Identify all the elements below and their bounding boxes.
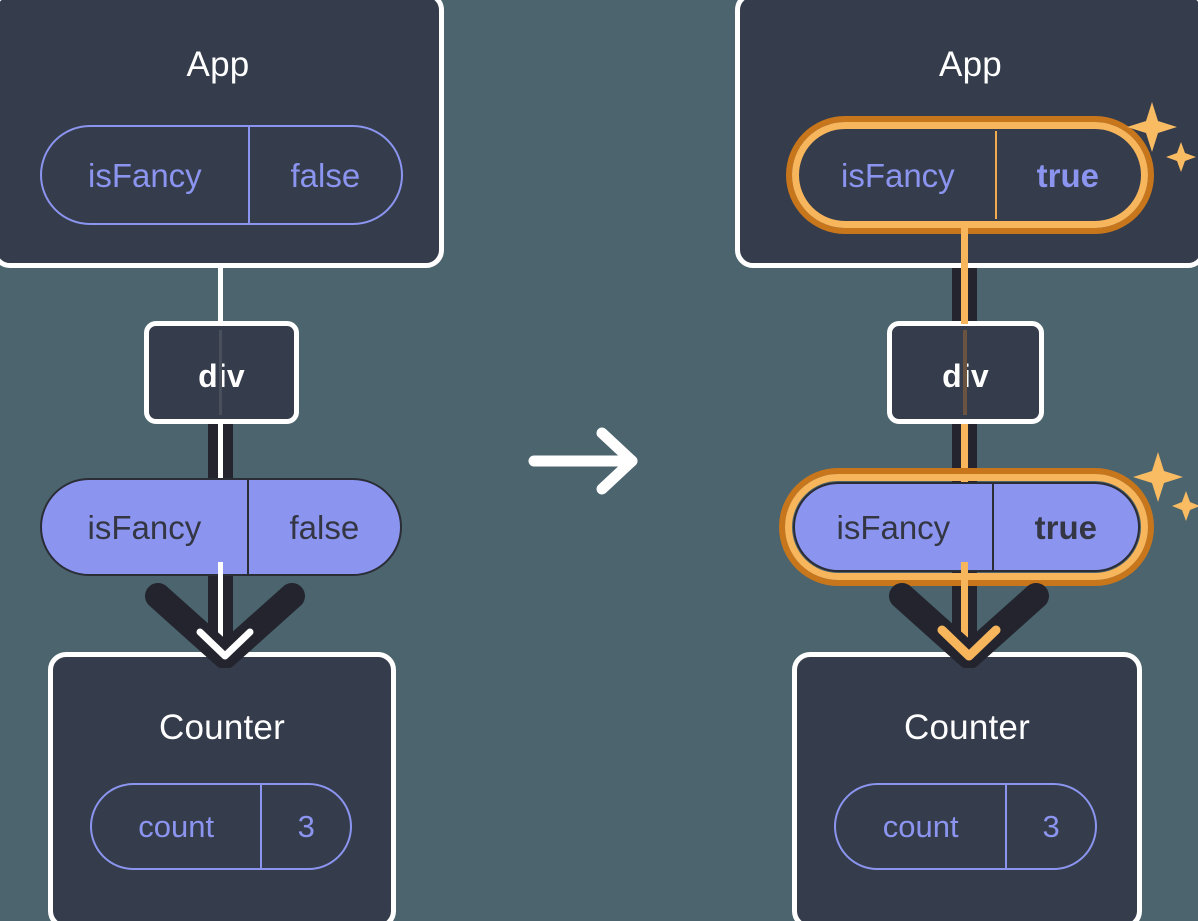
right-prop-value: true <box>1034 508 1098 546</box>
left-connector-app-to-div <box>218 262 223 322</box>
left-app-title: App <box>186 45 250 84</box>
right-div-ghost-line <box>963 330 967 415</box>
right-cable-div-to-prop-core <box>961 420 968 490</box>
right-cable-prop-to-counter-core <box>961 562 968 660</box>
right-app-state-value: true <box>1036 156 1100 194</box>
right-counter-title: Counter <box>904 708 1030 747</box>
left-prop-value: false <box>289 508 360 546</box>
left-div-ghost-line <box>219 330 222 415</box>
left-app-state-key: isFancy <box>42 127 250 223</box>
left-counter-title: Counter <box>159 708 285 747</box>
left-cable-prop-to-counter-core <box>218 562 223 660</box>
sparkle-icon-app <box>1125 98 1197 185</box>
left-arrowhead <box>140 578 310 668</box>
right-cable-app-to-div-core <box>961 228 968 324</box>
left-counter-state-pill[interactable]: count 3 <box>90 783 352 870</box>
right-arrowhead <box>884 578 1054 668</box>
right-counter-state-value: 3 <box>1042 809 1060 844</box>
left-counter-state-key: count <box>92 785 263 868</box>
transition-arrow-icon <box>528 425 648 502</box>
left-app-state-value: false <box>290 156 361 194</box>
right-app-title: App <box>939 45 1002 84</box>
right-prop-key: isFancy <box>795 484 994 570</box>
left-counter-state-value: 3 <box>297 809 315 844</box>
right-prop-pill[interactable]: isFancy true <box>793 482 1140 572</box>
left-app-state-pill[interactable]: isFancy false <box>40 125 403 225</box>
right-app-state-pill[interactable]: isFancy true <box>799 129 1141 221</box>
right-counter-card[interactable]: Counter <box>792 652 1142 921</box>
right-app-state-key: isFancy <box>801 131 997 219</box>
left-cable-div-to-prop-core <box>218 420 223 490</box>
left-prop-key: isFancy <box>42 480 249 574</box>
right-counter-state-pill[interactable]: count 3 <box>834 783 1097 870</box>
right-counter-state-key: count <box>836 785 1008 868</box>
sparkle-icon-prop <box>1133 449 1198 532</box>
